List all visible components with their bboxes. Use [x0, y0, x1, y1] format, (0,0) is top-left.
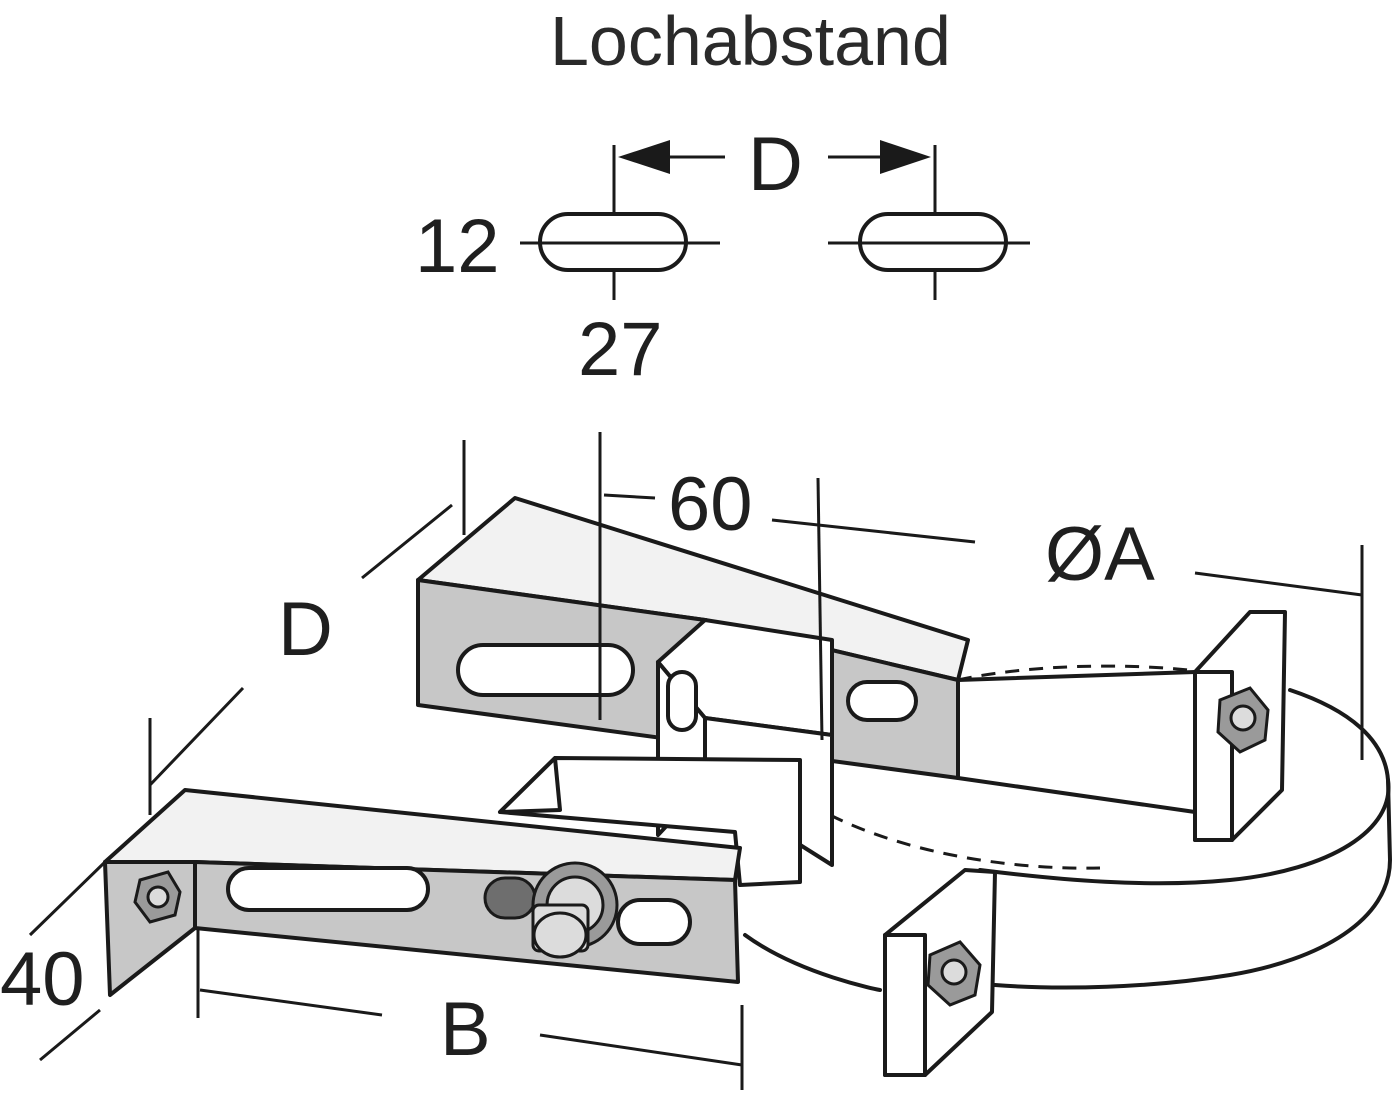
lower-clamp-plate — [883, 868, 997, 1077]
label-diameter-a: ØA — [1045, 512, 1155, 597]
upper-clamp-plate — [956, 610, 1287, 842]
lower-arm — [103, 756, 802, 997]
label-60: 60 — [668, 462, 753, 547]
slot-right — [828, 212, 1030, 272]
label-40: 40 — [0, 937, 85, 1022]
label-slot-length: 27 — [578, 307, 663, 392]
dimension-lines — [28, 432, 1364, 1090]
slot-left — [520, 212, 720, 272]
arrow-left-icon — [618, 140, 670, 174]
title-lochabstand: Lochabstand — [550, 2, 951, 80]
label-slot-height: 12 — [415, 204, 500, 289]
label-b: B — [440, 987, 491, 1072]
slot-spacing-dimension — [612, 140, 937, 300]
arrow-right-icon — [880, 140, 931, 174]
label-d-top: D — [748, 122, 803, 207]
label-d-side: D — [278, 587, 333, 672]
